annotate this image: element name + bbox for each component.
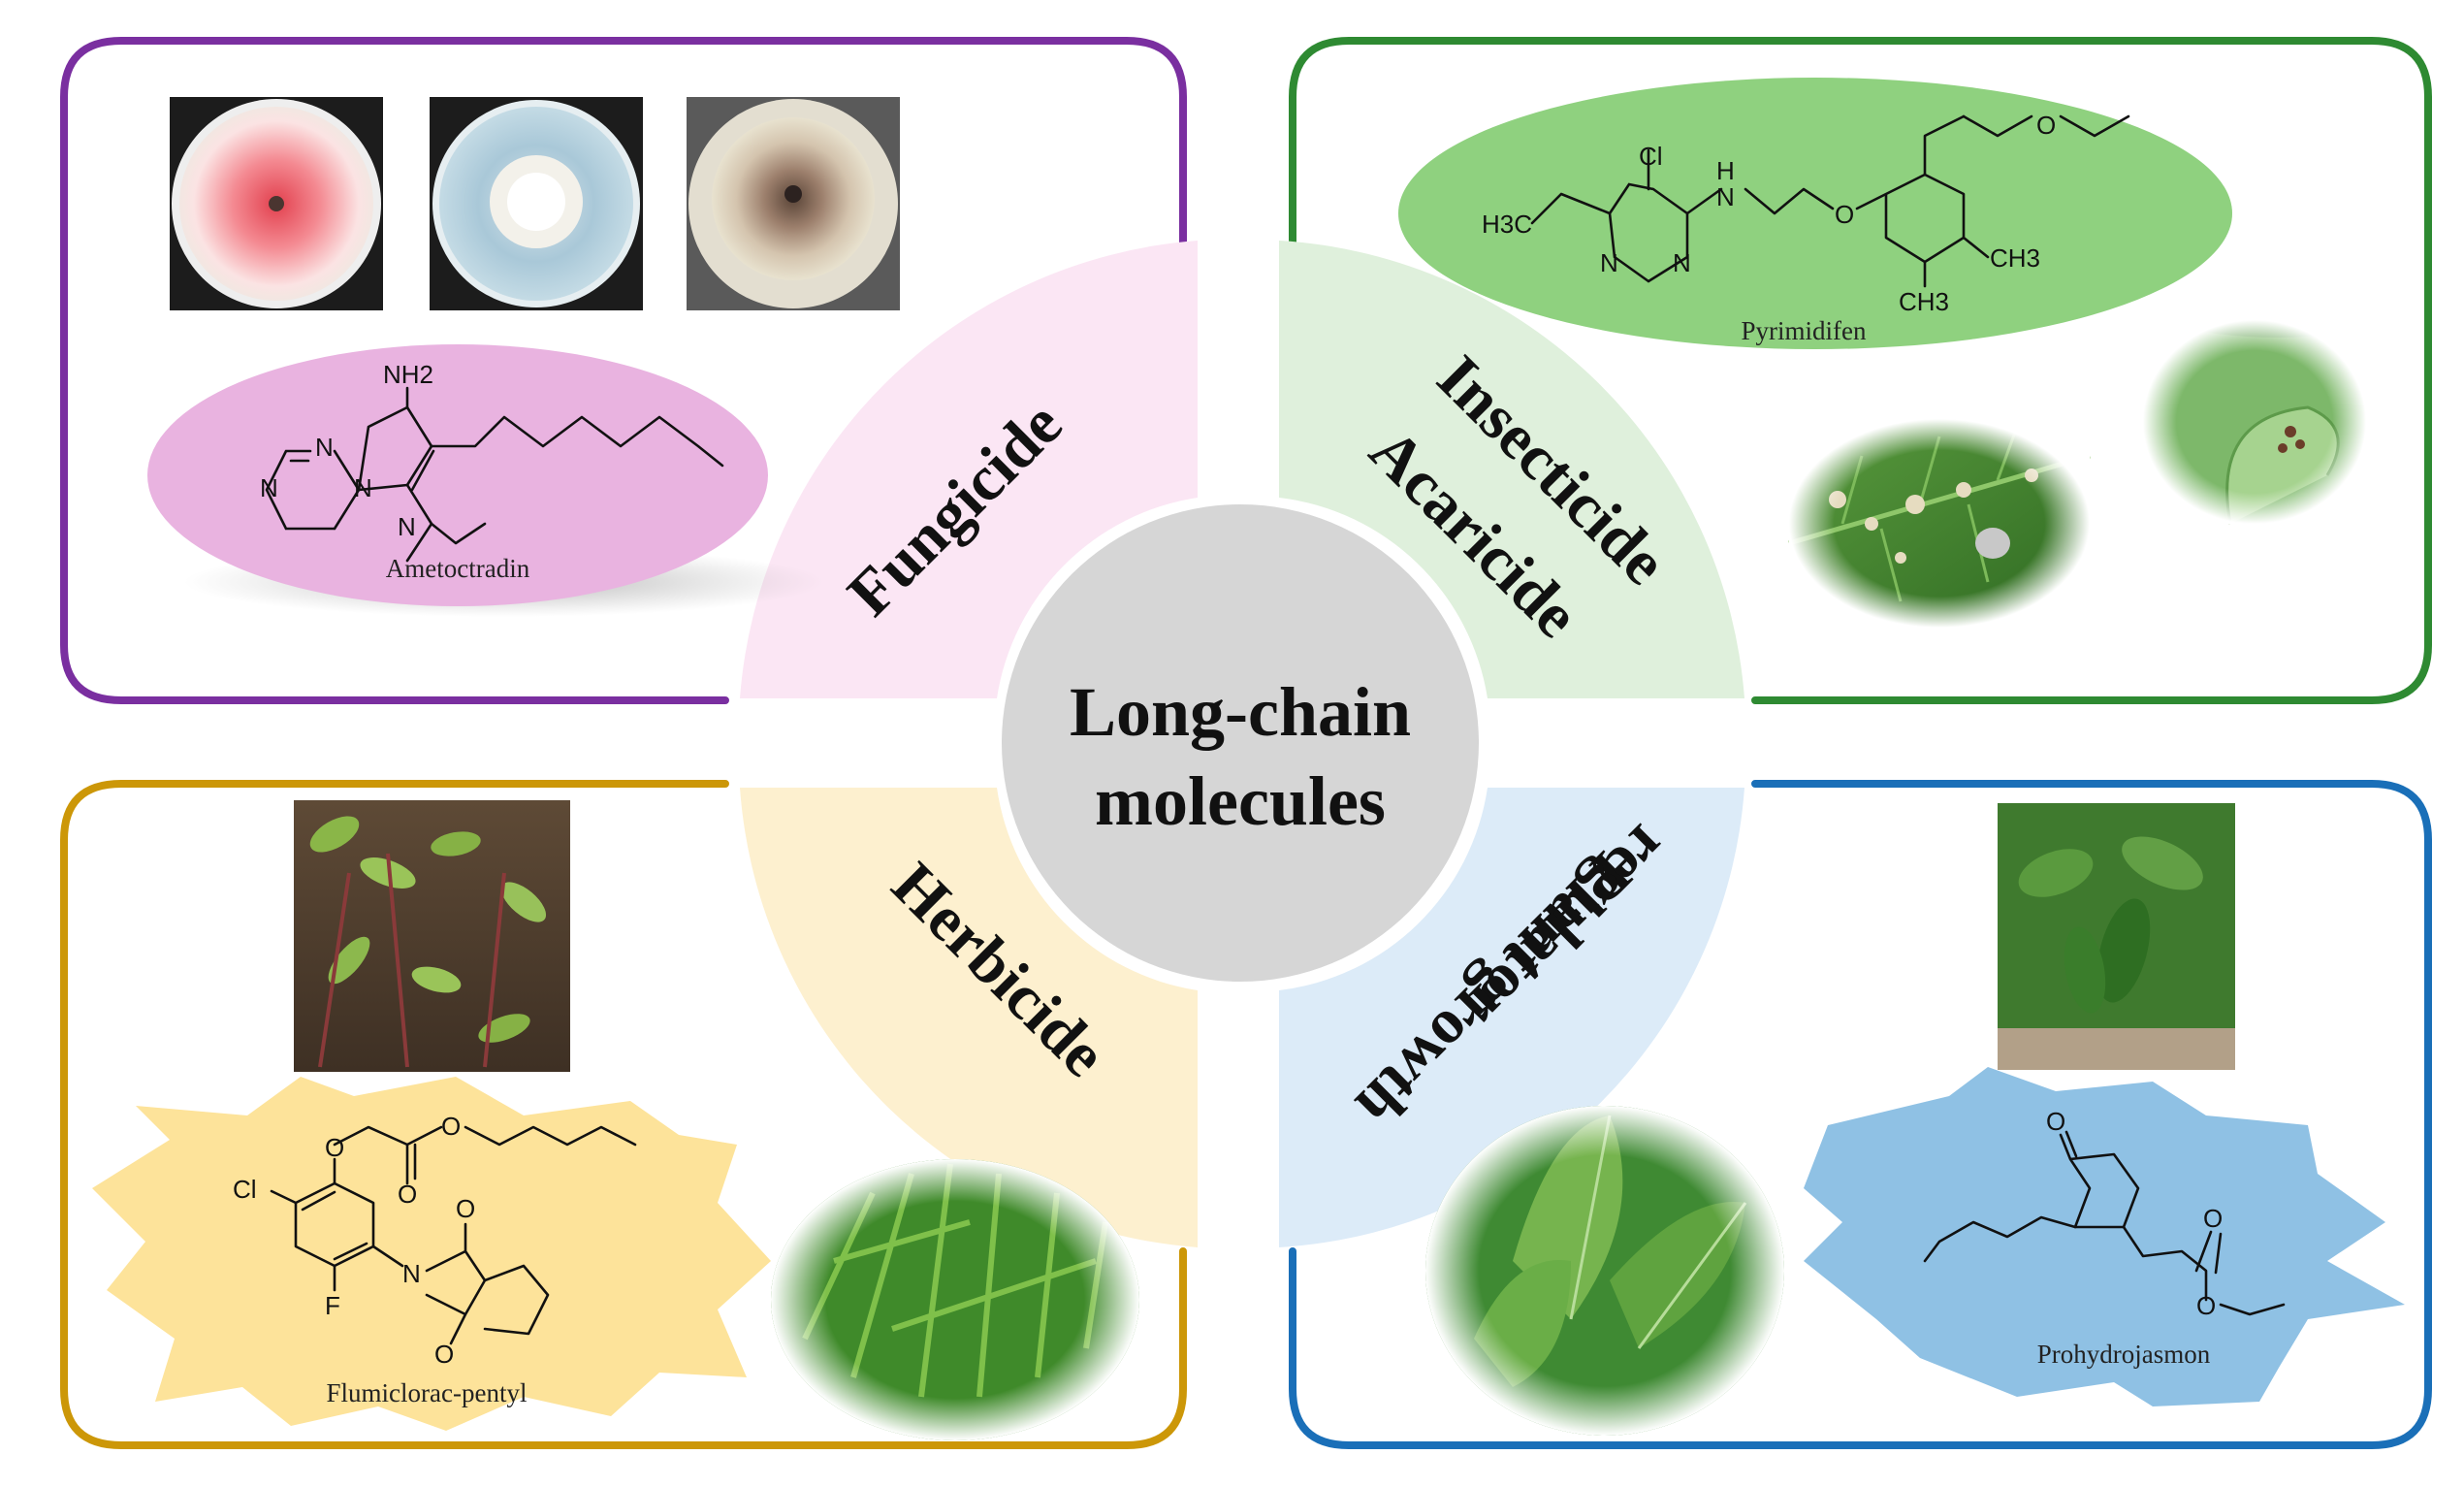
fungicide-sector — [740, 241, 1198, 698]
svg-text:O: O — [441, 1112, 461, 1141]
fungicide-frame — [60, 37, 1187, 704]
insecticide-sector — [1279, 241, 1744, 698]
grass-photo — [771, 1159, 1139, 1440]
plant-growth-frame — [1289, 780, 2432, 1449]
svg-text:O: O — [325, 1133, 344, 1162]
plant-growth-sector — [1279, 788, 1744, 1247]
pepper-plant-photo — [1998, 803, 2235, 1070]
svg-text:Cl: Cl — [1639, 142, 1663, 171]
prohydrojasmon-backdrop — [1804, 1067, 2405, 1406]
svg-text:CH3: CH3 — [1990, 243, 2040, 273]
prohydrojasmon-structure: O O O — [1923, 1107, 2286, 1320]
prohydrojasmon-name: Prohydrojasmon — [2037, 1340, 2211, 1369]
svg-text:N: N — [1716, 182, 1735, 211]
svg-text:H3C: H3C — [1482, 210, 1532, 239]
center-title-line1: Long-chain — [1070, 673, 1411, 751]
svg-text:CH3: CH3 — [1899, 287, 1949, 316]
flumiclorac-structure: O O O O O Cl F N — [233, 1112, 637, 1369]
svg-text:N: N — [260, 473, 278, 502]
svg-text:O: O — [1835, 200, 1854, 229]
svg-text:O: O — [2046, 1107, 2065, 1136]
svg-text:N: N — [398, 512, 416, 541]
svg-text:O: O — [2036, 111, 2056, 140]
flumiclorac-name: Flumiclorac-pentyl — [327, 1378, 528, 1407]
curled-leaf-photo — [2143, 320, 2366, 525]
petri-dish-white-culture — [430, 97, 643, 310]
pyrimidifen-structure: Cl H N O O H3C N N CH3 CH3 — [1482, 111, 2130, 316]
ametoctradin-name: Ametoctradin — [386, 554, 530, 583]
pyrimidifen-name: Pyrimidifen — [1742, 316, 1867, 345]
herbicide-sector — [740, 788, 1198, 1247]
herbicide-frame — [60, 780, 1187, 1449]
svg-text:O: O — [434, 1340, 454, 1369]
petri-dish-brown-culture — [687, 97, 900, 310]
svg-text:N: N — [354, 473, 372, 502]
svg-text:N: N — [402, 1259, 421, 1288]
svg-text:F: F — [325, 1291, 340, 1320]
damaged-leaf-photo — [1788, 419, 2091, 628]
pyrimidifen-backdrop — [1398, 78, 2232, 349]
purslane-weed-photo — [294, 800, 570, 1072]
svg-text:N: N — [1600, 248, 1618, 277]
center-title-line2: molecules — [1095, 762, 1386, 840]
center-circle — [1002, 504, 1479, 982]
svg-text:O: O — [2203, 1204, 2223, 1233]
insecticide-frame — [1289, 37, 2432, 704]
ametoctradin-backdrop — [147, 344, 768, 606]
tobacco-plant-photo — [1425, 1106, 1784, 1436]
svg-text:N: N — [315, 433, 334, 462]
svg-text:O: O — [2196, 1291, 2216, 1320]
svg-text:N: N — [1673, 248, 1691, 277]
petri-dish-pink-culture — [170, 97, 383, 310]
ametoctradin-structure: NH2 N N N N — [260, 360, 724, 563]
svg-text:O: O — [398, 1180, 417, 1209]
svg-text:Cl: Cl — [233, 1175, 257, 1204]
svg-text:H: H — [1716, 156, 1735, 185]
svg-text:NH2: NH2 — [383, 360, 433, 389]
svg-text:O: O — [456, 1194, 475, 1223]
flumiclorac-backdrop — [92, 1077, 771, 1431]
